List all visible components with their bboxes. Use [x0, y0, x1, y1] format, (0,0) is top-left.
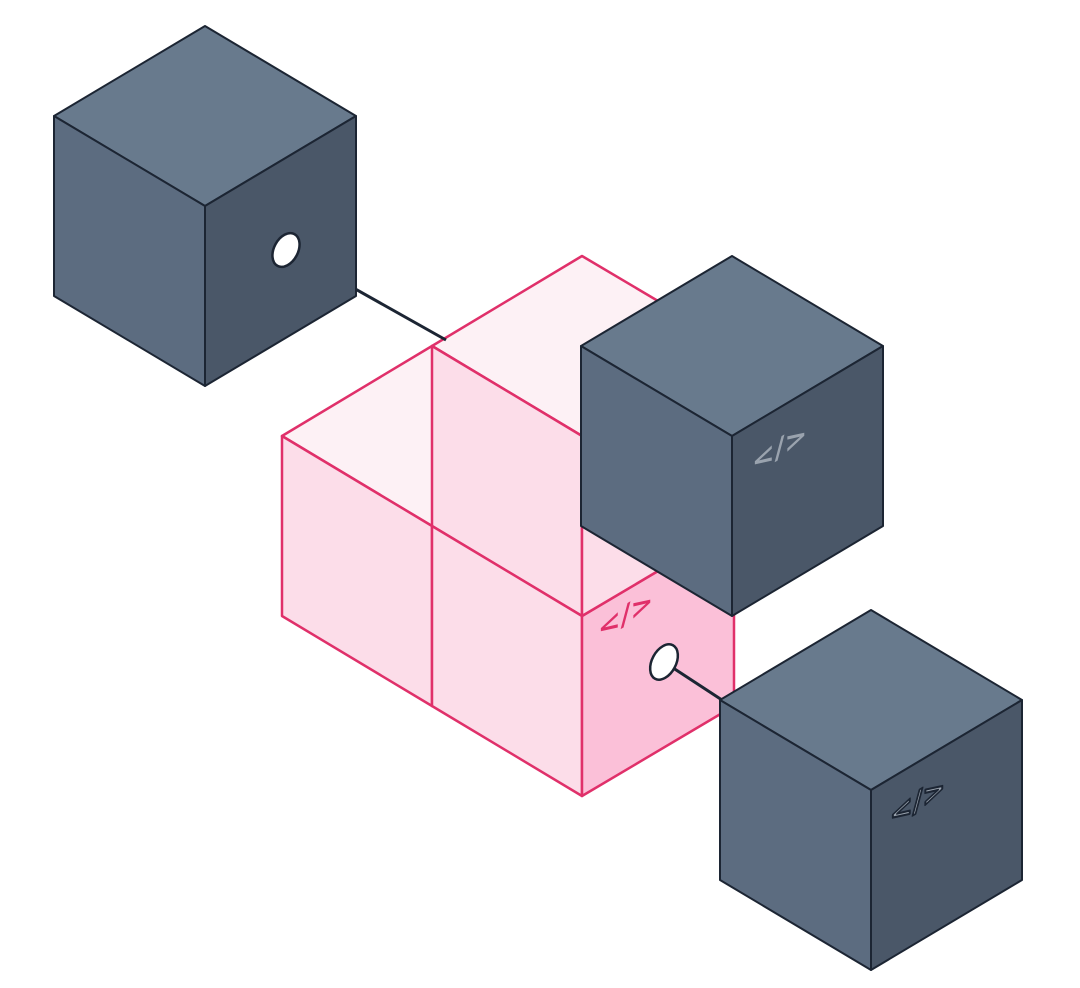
dark-cube-top-left: [53, 25, 357, 387]
dark-cube-middle-right: [731, 345, 884, 617]
port-hole-icon: [648, 643, 680, 681]
port-hole-icon: [271, 231, 301, 269]
dark-cube-bottom-right: </>: [719, 609, 1023, 971]
dark-cube-middle: </>: [580, 255, 884, 617]
dark-cube-bottom-right-right: [870, 699, 1023, 971]
